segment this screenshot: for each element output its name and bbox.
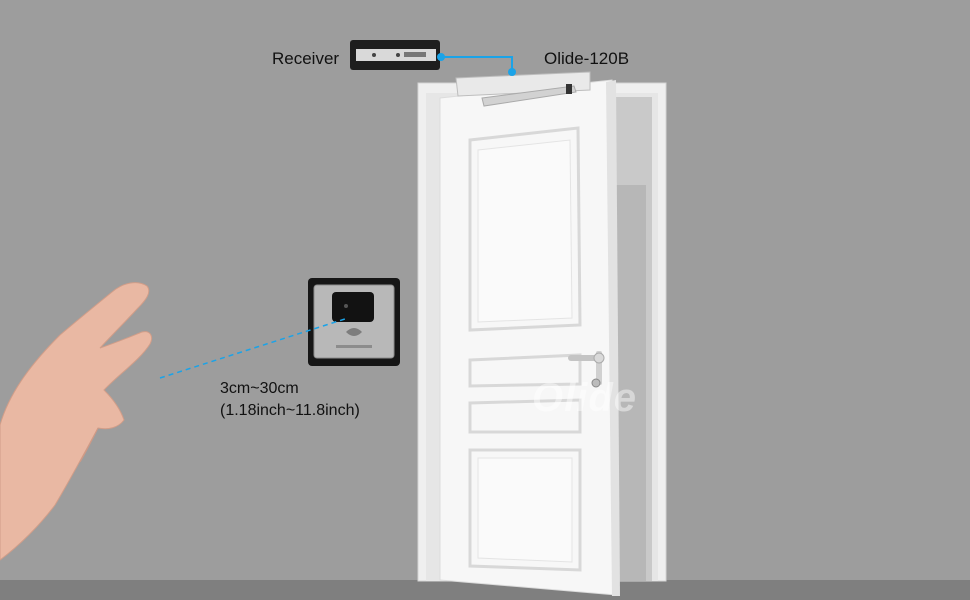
door-operator (455, 71, 591, 107)
hand-wave-icon (0, 282, 153, 561)
range-label: 3cm~30cm (1.18inch~11.8inch) (220, 378, 360, 422)
floor (0, 580, 970, 600)
brand-watermark: Olide (532, 376, 638, 420)
door-leaf (439, 79, 620, 596)
touchless-sensor-icon (308, 278, 400, 366)
door-handle (568, 351, 605, 388)
range-cm: 3cm~30cm (220, 380, 299, 397)
receiver-label: Receiver (272, 49, 340, 68)
receiver-device (350, 40, 440, 70)
range-inch: (1.18inch~11.8inch) (220, 402, 360, 419)
detection-line (159, 317, 349, 379)
connector-line (437, 53, 516, 76)
model-label: Olide-120B (544, 49, 630, 68)
